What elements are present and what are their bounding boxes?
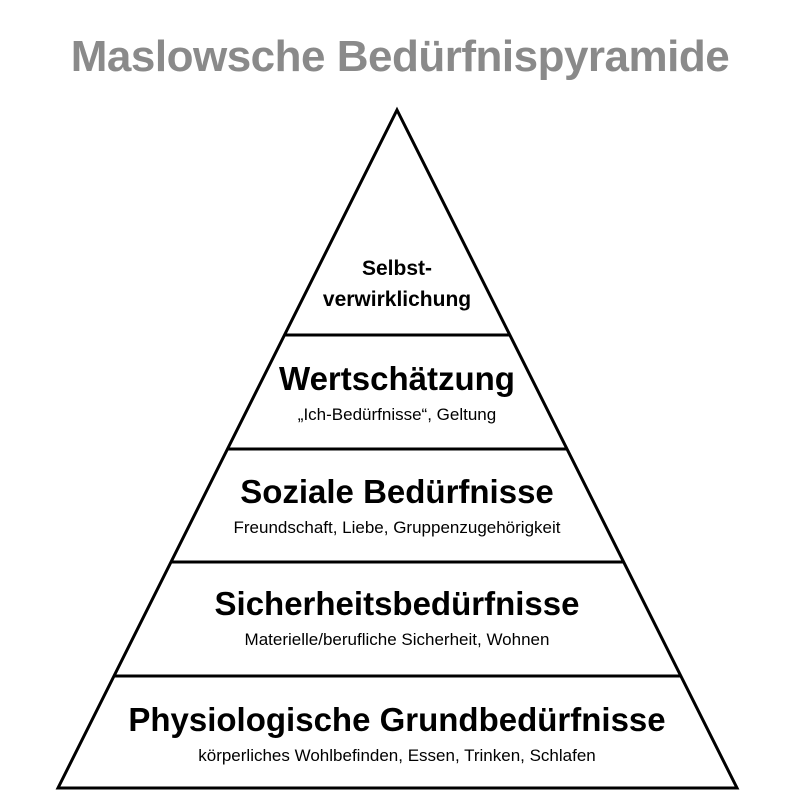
level-1-title-line-2: verwirklichung [323, 288, 471, 311]
level-1-title-line-1: Selbst- [362, 257, 432, 280]
pyramid-level-4: SicherheitsbedürfnisseMaterielle/berufli… [215, 585, 580, 649]
level-3-subtitle: Freundschaft, Liebe, Gruppenzugehörigkei… [234, 518, 561, 537]
pyramid-level-1: Selbst-verwirklichung [323, 257, 471, 311]
pyramid-level-2: Wertschätzung „Ich-Bedürfnisse“, Geltung [279, 360, 515, 424]
level-2-title-line-1: Wertschätzung [279, 360, 515, 397]
level-5-title-line-1: Physiologische Grundbedürfnisse [128, 701, 665, 738]
level-4-title-line-1: Sicherheitsbedürfnisse [215, 585, 580, 622]
page-title: Maslowsche Bedürfnispyramide [70, 32, 730, 81]
level-3-title-line-1: Soziale Bedürfnisse [240, 473, 554, 510]
pyramid-level-5: Physiologische Grundbedürfnisse körperlic… [128, 701, 665, 765]
level-5-subtitle: körperliches Wohlbefinden, Essen, Trinke… [198, 746, 596, 765]
level-2-subtitle: „Ich-Bedürfnisse“, Geltung [298, 405, 496, 424]
level-4-subtitle: Materielle/berufliche Sicherheit, Wohnen [245, 630, 550, 649]
